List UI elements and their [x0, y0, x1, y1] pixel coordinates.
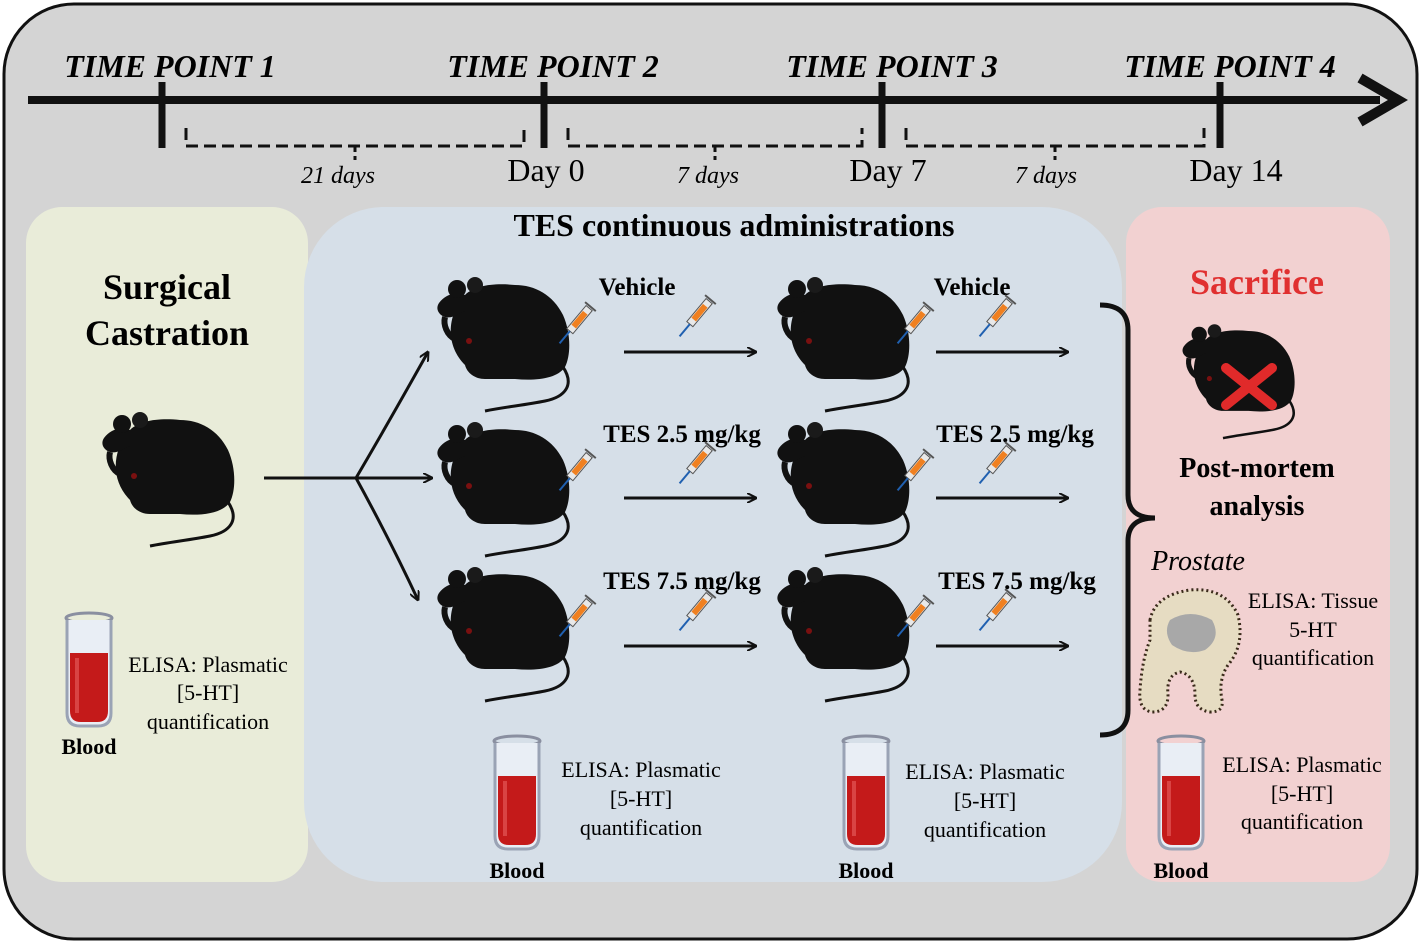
- blood-tube-icon: [64, 611, 114, 728]
- castration-elisa-line1: ELISA: Plasmatic: [128, 652, 288, 677]
- interval-21days: 21 days: [301, 163, 375, 189]
- sacrifice-blood-label: Blood: [1153, 858, 1208, 883]
- analysis-line2: analysis: [1210, 491, 1305, 522]
- day-7-label: Day 7: [849, 152, 926, 188]
- treatment-elisa-a-line3: quantification: [580, 815, 702, 840]
- prostate-label: Prostate: [1150, 546, 1245, 577]
- sacrifice-elisa-line2: [5-HT]: [1271, 781, 1333, 806]
- castration-elisa-line3: quantification: [147, 709, 269, 734]
- time-point-1: TIME POINT 1: [64, 48, 276, 84]
- tissue-elisa-line3: quantification: [1252, 645, 1374, 670]
- time-point-3: TIME POINT 3: [786, 48, 998, 84]
- group-tes75-label-b: TES 7.5 mg/kg: [938, 568, 1096, 595]
- analysis-line1: Post-mortem: [1179, 453, 1334, 484]
- blood-tube-icon: [492, 734, 542, 851]
- group-vehicle-label-b: Vehicle: [934, 274, 1011, 301]
- tissue-elisa-line2: 5-HT: [1289, 617, 1337, 642]
- castration-blood-label: Blood: [61, 734, 116, 759]
- group-tes25-label-a: TES 2.5 mg/kg: [603, 421, 761, 448]
- blood-tube-icon: [1156, 734, 1206, 851]
- group-tes25-label-b: TES 2.5 mg/kg: [936, 421, 1094, 448]
- day-0-label: Day 0: [507, 152, 584, 188]
- castration-elisa-line2: [5-HT]: [177, 680, 239, 705]
- sacrifice-title: Sacrifice: [1190, 262, 1324, 302]
- treatment-elisa-a-line1: ELISA: Plasmatic: [561, 757, 721, 782]
- treatment-title: TES continuous administrations: [513, 207, 954, 243]
- group-vehicle-label-a: Vehicle: [599, 274, 676, 301]
- group-tes75-label-a: TES 7.5 mg/kg: [603, 568, 761, 595]
- timeline-arrowhead: [1357, 73, 1408, 127]
- castration-title-line2: Castration: [85, 313, 249, 353]
- tissue-elisa-line1: ELISA: Tissue: [1248, 588, 1378, 613]
- day-14-label: Day 14: [1189, 152, 1282, 188]
- group-bracket: [1099, 302, 1156, 738]
- cross-icon: [1221, 363, 1277, 410]
- castration-title-line1: Surgical: [103, 267, 231, 307]
- interval-7days-b: 7 days: [1015, 163, 1077, 189]
- interval-7days-a: 7 days: [677, 163, 739, 189]
- treatment-elisa-b-line2: [5-HT]: [954, 788, 1016, 813]
- treatment-blood-label-b: Blood: [838, 858, 893, 883]
- treatment-elisa-a-line2: [5-HT]: [610, 786, 672, 811]
- sacrifice-elisa-line3: quantification: [1241, 809, 1363, 834]
- sacrifice-elisa-line1: ELISA: Plasmatic: [1222, 752, 1382, 777]
- treatment-blood-label-a: Blood: [489, 858, 544, 883]
- treatment-elisa-b-line1: ELISA: Plasmatic: [905, 759, 1065, 784]
- blood-tube-icon: [841, 734, 891, 851]
- time-point-2: TIME POINT 2: [447, 48, 659, 84]
- prostate-tissue-icon: [1138, 588, 1242, 714]
- time-point-4: TIME POINT 4: [1124, 48, 1336, 84]
- treatment-elisa-b-line3: quantification: [924, 817, 1046, 842]
